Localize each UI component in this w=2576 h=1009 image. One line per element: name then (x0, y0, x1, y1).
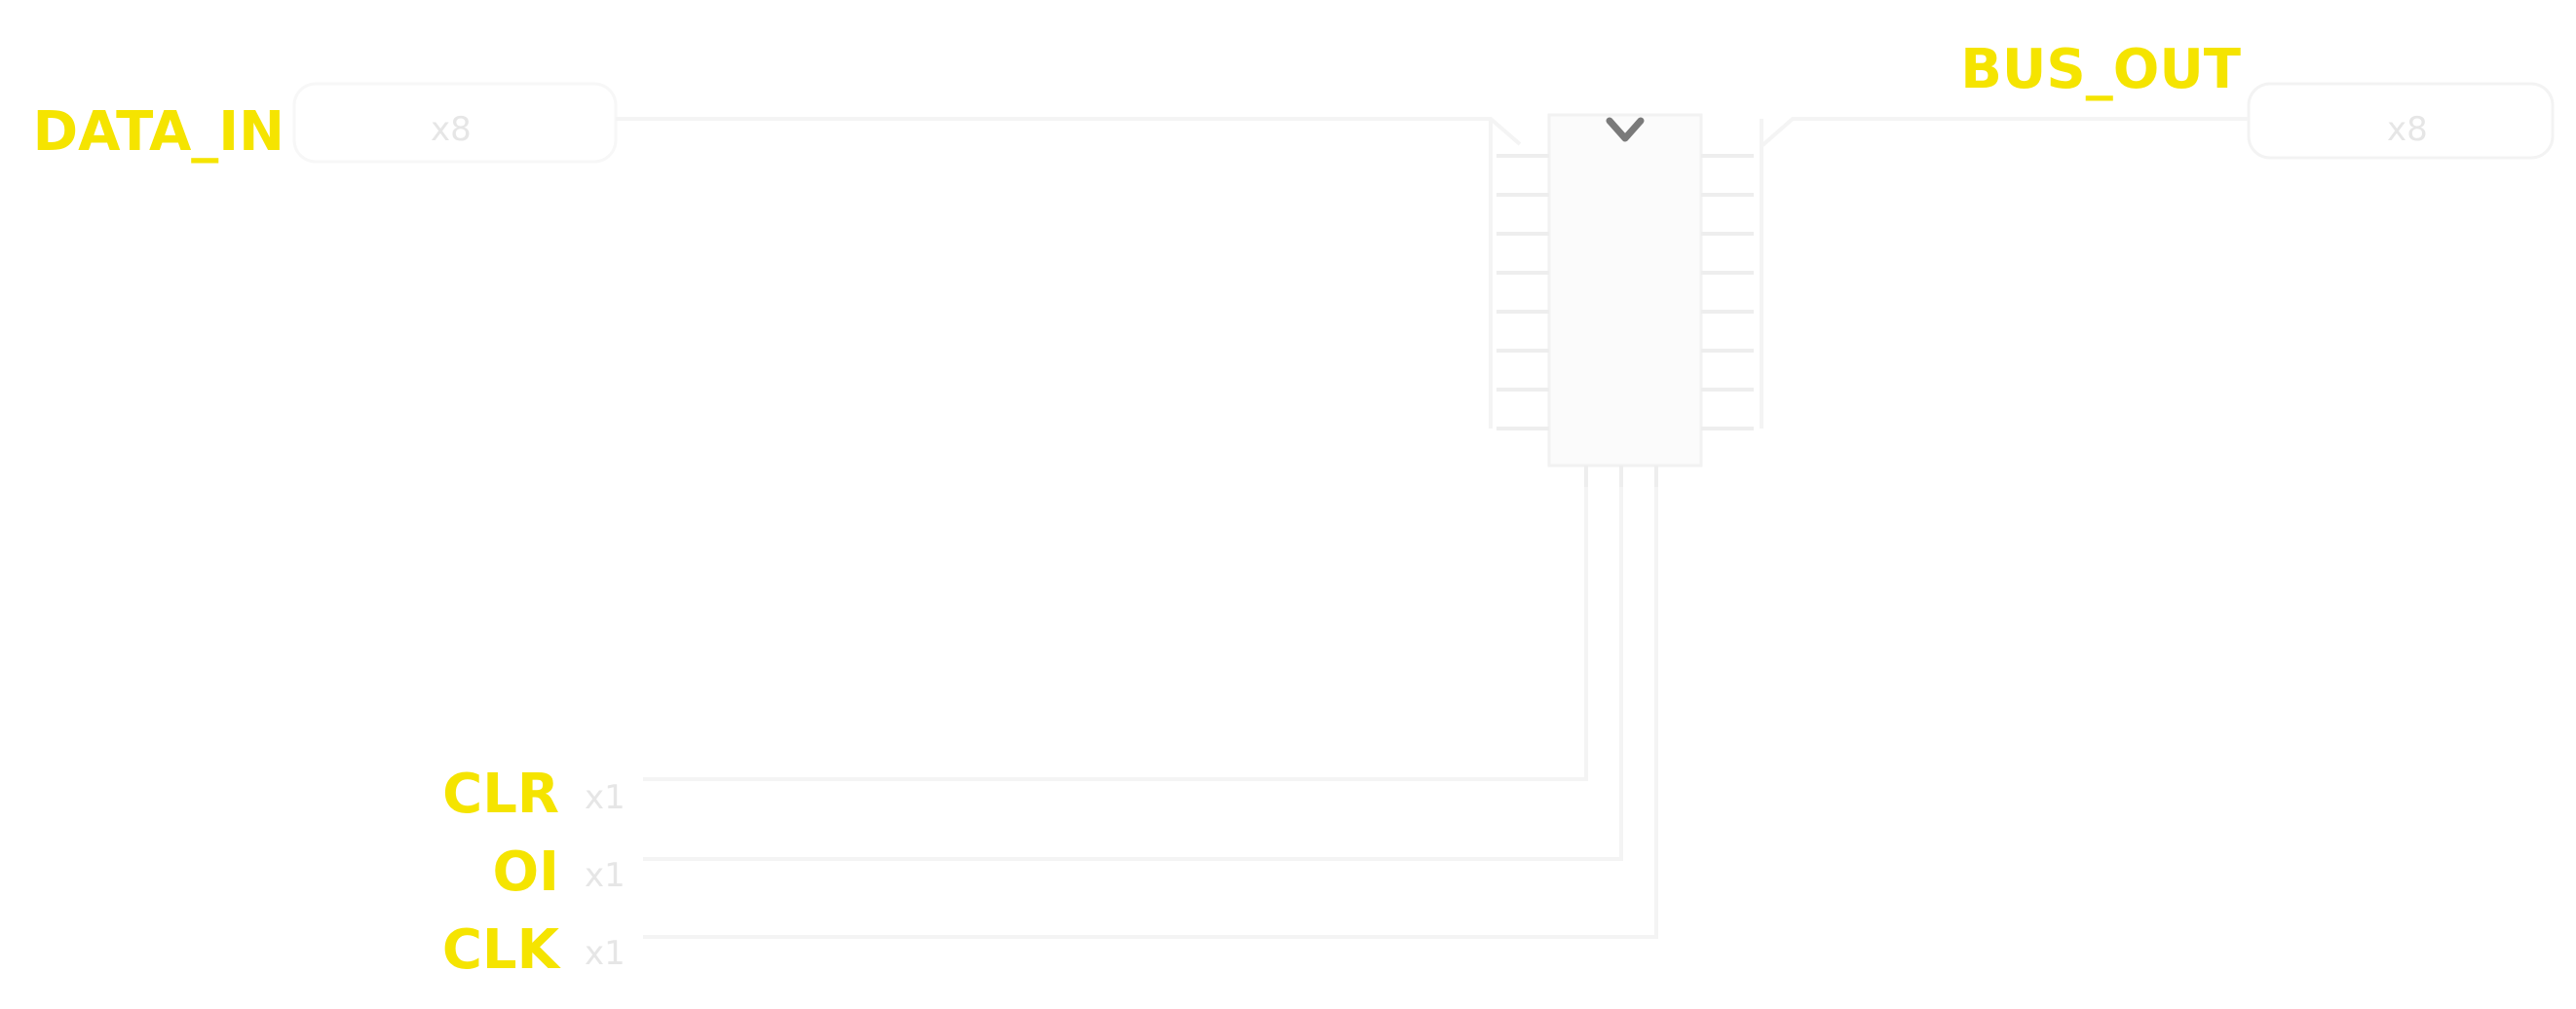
chip-body (1547, 113, 1703, 467)
wires (616, 117, 2249, 939)
chevron-down-icon (1606, 117, 1645, 142)
clr-bitwidth: x1 (585, 778, 625, 817)
data-in-box[interactable] (292, 82, 618, 164)
clk-wire (643, 466, 1658, 939)
bus-out-label: BUS_OUT (1960, 38, 2241, 101)
bus-out-wire (1760, 117, 2249, 148)
oi-bitwidth: x1 (585, 856, 625, 895)
clk-pin[interactable]: CLK x1 (442, 918, 625, 982)
oi-wire (643, 466, 1623, 861)
chip-control-pins (1584, 466, 1658, 487)
oi-label: OI (493, 841, 559, 904)
clr-pin[interactable]: CLR x1 (442, 763, 625, 826)
chip-input-pins (1496, 154, 1549, 430)
data-in-wire (616, 117, 1522, 146)
data-in-pin[interactable]: DATA_IN x8 (33, 82, 618, 164)
data-in-bitwidth: x8 (431, 110, 472, 149)
data-in-label: DATA_IN (33, 100, 284, 164)
oi-pin[interactable]: OI x1 (493, 841, 625, 904)
clr-wire (643, 466, 1588, 781)
register-chip[interactable] (1496, 113, 1754, 487)
bus-out-pin[interactable]: BUS_OUT x8 (1960, 38, 2555, 160)
bus-out-bitwidth: x8 (2387, 110, 2428, 149)
clr-label: CLR (442, 763, 559, 826)
clk-bitwidth: x1 (585, 934, 625, 973)
clk-label: CLK (442, 918, 562, 982)
chip-output-pins (1701, 154, 1754, 430)
